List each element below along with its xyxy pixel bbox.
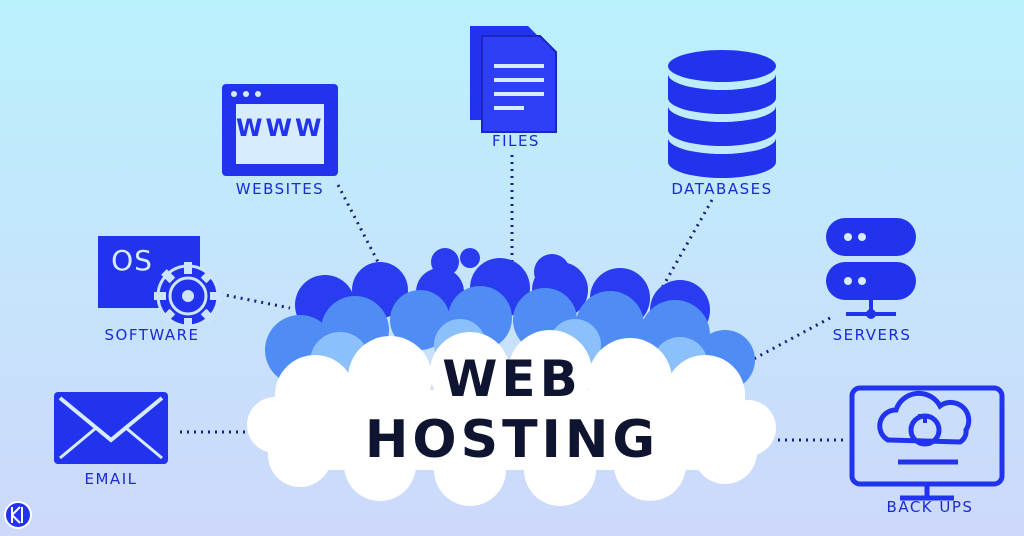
cloud-cluster bbox=[247, 248, 776, 506]
label-databases: DATABASES bbox=[671, 180, 773, 198]
label-servers: SERVERS bbox=[832, 326, 912, 344]
label-email: EMAIL bbox=[84, 470, 138, 488]
envelope-icon bbox=[54, 392, 168, 464]
os-gear-icon bbox=[98, 236, 222, 330]
connector-websites bbox=[336, 184, 380, 263]
title-web: WEB bbox=[442, 350, 582, 408]
label-software: SOFTWARE bbox=[104, 326, 200, 344]
connector-software bbox=[219, 292, 291, 310]
title-hosting: HOSTING bbox=[364, 410, 660, 470]
server-rack-icon bbox=[826, 218, 916, 319]
label-websites: WEBSITES bbox=[235, 180, 325, 198]
corner-logo-icon bbox=[4, 501, 32, 529]
label-backups: BACK UPS bbox=[886, 498, 974, 516]
os-text: OS bbox=[111, 244, 153, 277]
connector-servers bbox=[747, 316, 831, 364]
documents-icon bbox=[470, 26, 557, 133]
database-icon bbox=[668, 50, 776, 178]
browser-www-text: WWW bbox=[236, 114, 325, 142]
connector-databases bbox=[660, 199, 714, 289]
connectors bbox=[180, 155, 845, 442]
browser-window-icon bbox=[222, 84, 338, 176]
label-files: FILES bbox=[492, 132, 540, 150]
monitor-cloud-backup-icon bbox=[849, 385, 1005, 501]
